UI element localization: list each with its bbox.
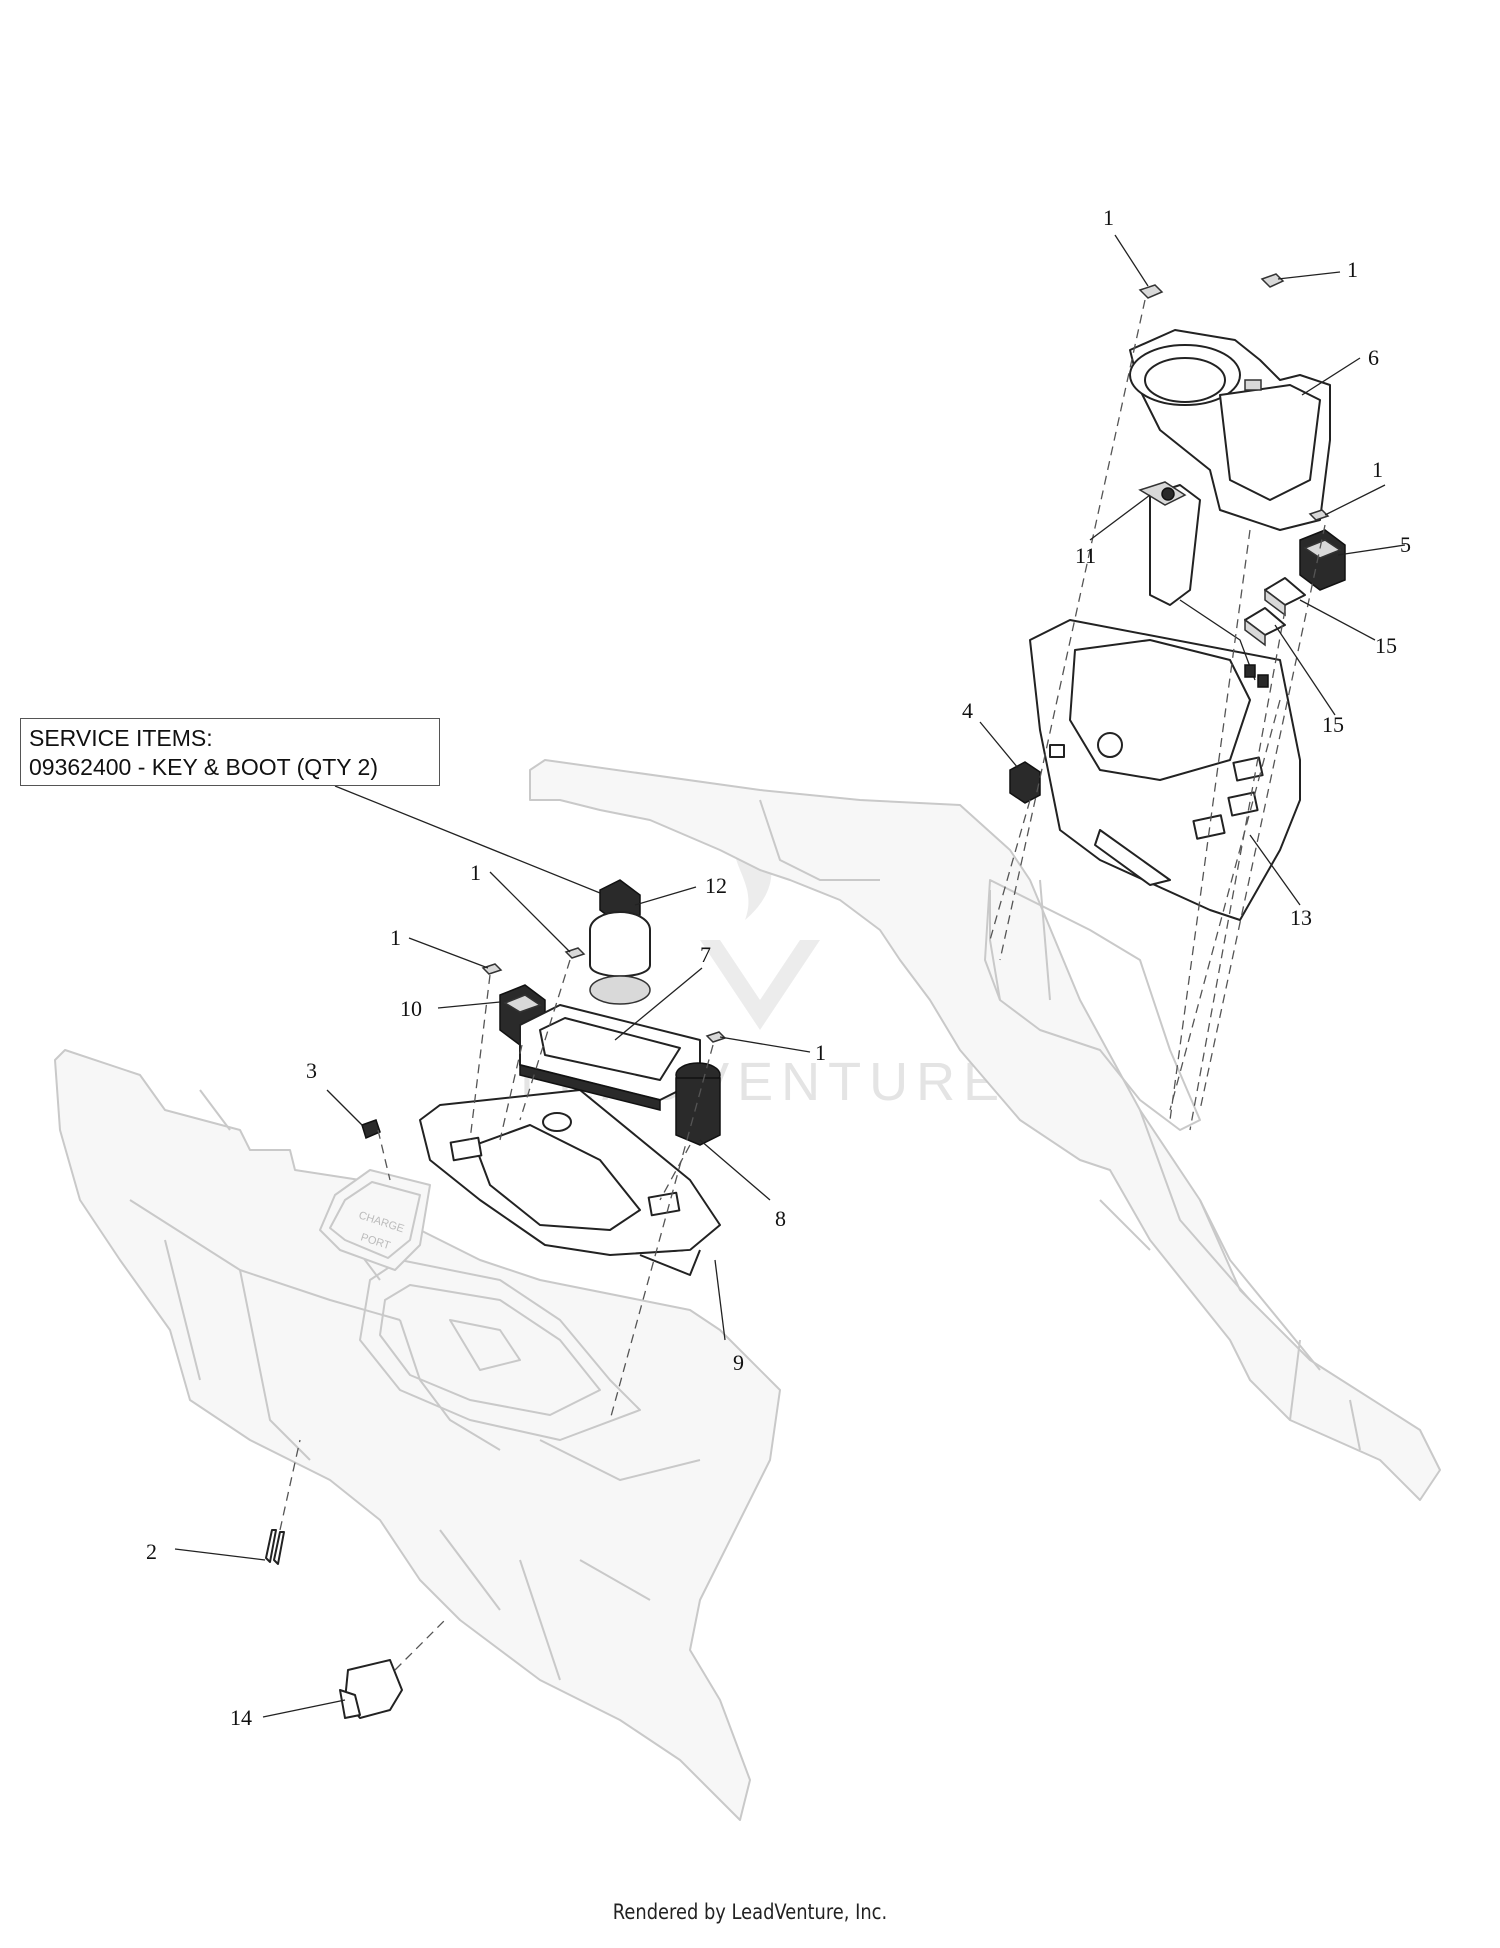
service-items-box: SERVICE ITEMS: 09362400 - KEY & BOOT (QT…: [20, 718, 440, 786]
callout-13: 13: [1290, 905, 1312, 930]
part-3-screw: [361, 1119, 381, 1140]
callout-15b: 15: [1322, 712, 1344, 737]
part-9-lower-panel: [419, 1089, 721, 1276]
part-5-switch: [1299, 529, 1346, 591]
service-items-line: 09362400 - KEY & BOOT (QTY 2): [29, 754, 379, 780]
footer-credit: Rendered by LeadVenture, Inc.: [612, 1900, 888, 1924]
front-dash-body: [529, 759, 1441, 1501]
charge-port-door: CHARGE PORT: [319, 1169, 431, 1271]
part-7-display: [519, 1004, 701, 1111]
callout-7: 7: [700, 942, 711, 967]
callout-4: 4: [962, 698, 973, 723]
callout-1d: 1: [470, 860, 481, 885]
callout-1e: 1: [390, 925, 401, 950]
part-12-key-switch: [589, 879, 651, 1005]
part-2-bolts: [265, 1529, 285, 1565]
part-8-switch: [675, 1062, 721, 1146]
service-items-title: SERVICE ITEMS:: [29, 725, 213, 751]
callout-12: 12: [705, 873, 727, 898]
callout-11: 11: [1075, 543, 1096, 568]
rear-body: [54, 1049, 781, 1821]
assembly-lines: [279, 299, 1326, 1671]
callout-3: 3: [306, 1058, 317, 1083]
part-1-fasteners: [481, 273, 1330, 1043]
part-14-plug: [339, 1659, 403, 1719]
part-15-plugs: [1244, 577, 1306, 647]
callout-2: 2: [146, 1539, 157, 1564]
part-6-cup-holder: [1129, 329, 1331, 531]
callout-1c: 1: [1372, 457, 1383, 482]
leader-lines: [174, 234, 1406, 1718]
callout-8: 8: [775, 1206, 786, 1231]
callout-6: 6: [1368, 345, 1379, 370]
callout-14: 14: [230, 1705, 252, 1730]
part-11-charger: [1138, 481, 1269, 688]
callout-1a: 1: [1103, 205, 1114, 230]
callout-5: 5: [1400, 532, 1411, 557]
callout-10: 10: [400, 996, 422, 1021]
callout-1b: 1: [1347, 257, 1358, 282]
part-13-upper-panel: [1029, 619, 1301, 921]
part-4-switch: [1009, 761, 1041, 804]
callout-15a: 15: [1375, 633, 1397, 658]
callout-1f: 1: [815, 1040, 826, 1065]
callout-9: 9: [733, 1350, 744, 1375]
callout-numbers: 1 1 6 1 5 11 15 15 4 13 1 12 1 10 7 1 3 …: [146, 205, 1411, 1730]
